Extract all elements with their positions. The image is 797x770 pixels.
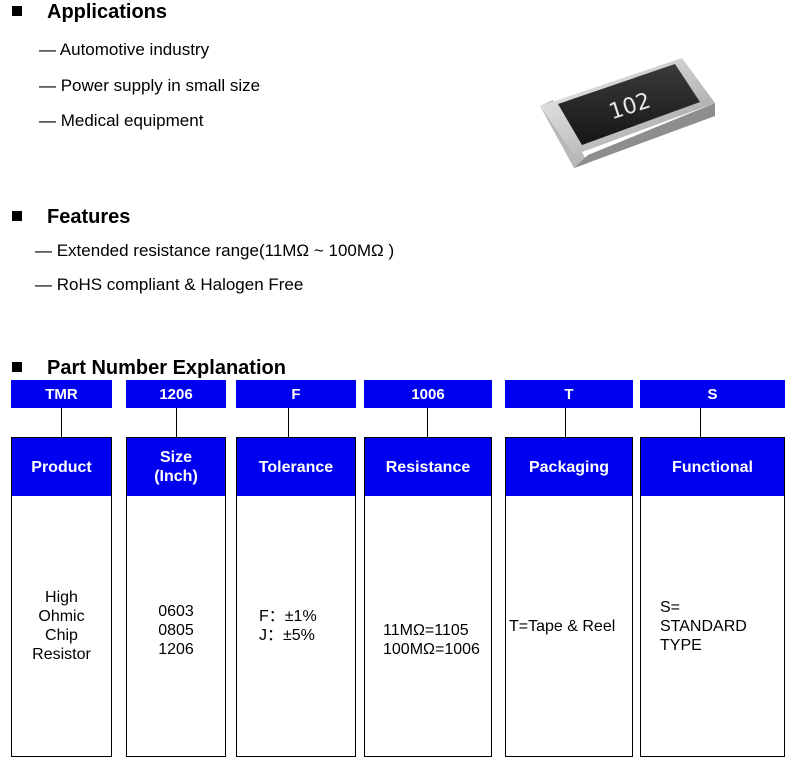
code-box-size: 1206 <box>126 380 226 408</box>
column-product: Product High Ohmic Chip Resistor <box>11 437 112 757</box>
square-bullet-icon <box>12 361 22 372</box>
part-number-title: Part Number Explanation <box>47 357 286 379</box>
feature-item: — Extended resistance range(11MΩ ~ 100MΩ… <box>35 241 395 260</box>
code-box-product: TMR <box>11 380 112 408</box>
code-box-packaging: T <box>505 380 633 408</box>
connector-line <box>700 408 701 437</box>
chip-resistor-image: 102 <box>540 58 715 168</box>
column-functional: Functional S= STANDARD TYPE <box>640 437 785 757</box>
code-box-functional: S <box>640 380 785 408</box>
application-item: — Power supply in small size <box>39 76 261 95</box>
connector-line <box>565 408 566 437</box>
column-header: Packaging <box>506 438 632 496</box>
column-size: Size (Inch) 0603 0805 1206 <box>126 437 226 757</box>
square-bullet-icon <box>12 210 22 221</box>
features-heading: Features <box>12 205 130 229</box>
features-title: Features <box>47 206 131 228</box>
connector-line <box>288 408 289 437</box>
square-bullet-icon <box>12 5 22 16</box>
column-body: S= STANDARD TYPE <box>660 598 747 654</box>
part-number-heading: Part Number Explanation <box>12 356 286 380</box>
connector-line <box>61 408 62 437</box>
column-body: F：±1% J：±5% <box>259 608 317 644</box>
column-packaging: Packaging T=Tape & Reel <box>505 437 633 757</box>
code-box-tolerance: F <box>236 380 356 408</box>
code-box-resistance: 1006 <box>364 380 492 408</box>
applications-heading: Applications <box>12 0 167 24</box>
column-body: T=Tape & Reel <box>509 617 616 635</box>
column-body: 11MΩ=1105 100MΩ=1006 <box>383 622 480 658</box>
connector-line <box>427 408 428 437</box>
column-header: Tolerance <box>237 438 355 496</box>
connector-line <box>176 408 177 437</box>
column-tolerance: Tolerance F：±1% J：±5% <box>236 437 356 757</box>
column-header: Functional <box>641 438 784 496</box>
application-item: — Automotive industry <box>39 40 210 59</box>
applications-title: Applications <box>47 1 168 23</box>
column-body: High Ohmic Chip Resistor <box>32 589 91 663</box>
column-header: Resistance <box>365 438 491 496</box>
application-item: — Medical equipment <box>39 111 204 130</box>
column-resistance: Resistance 11MΩ=1105 100MΩ=1006 <box>364 437 492 757</box>
column-body: 0603 0805 1206 <box>158 602 194 658</box>
feature-item: — RoHS compliant & Halogen Free <box>35 275 304 294</box>
column-header: Product <box>12 438 111 496</box>
column-header: Size (Inch) <box>127 438 225 496</box>
